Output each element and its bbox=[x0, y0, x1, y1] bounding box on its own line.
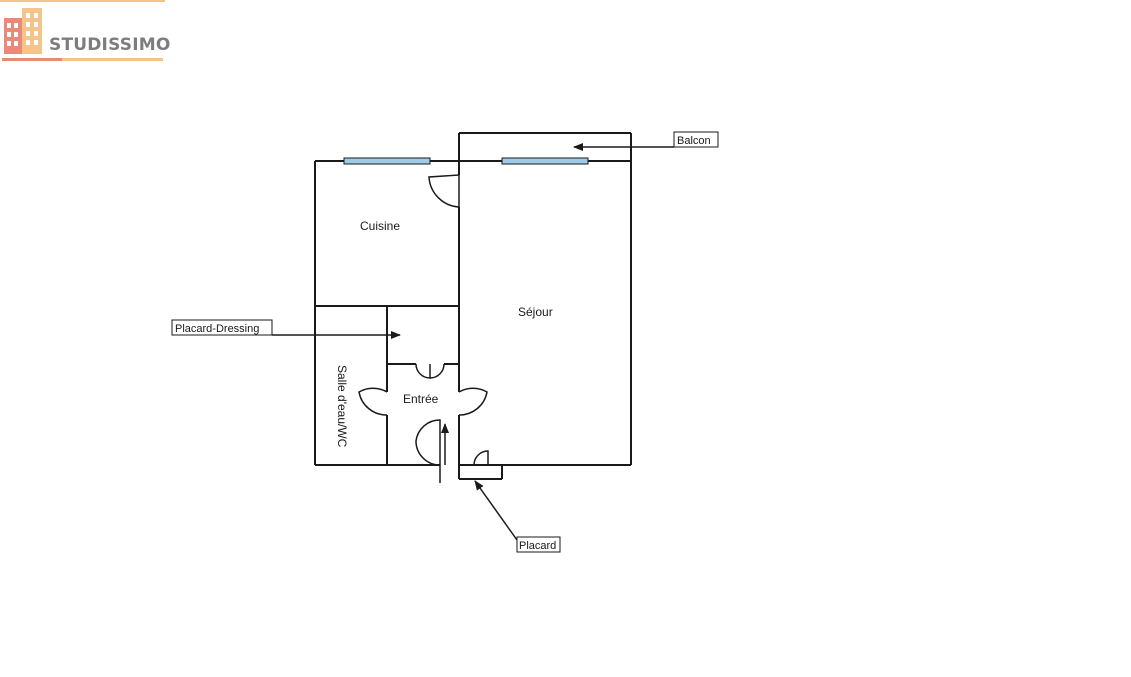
doors bbox=[358, 174, 489, 466]
building-icon bbox=[0, 0, 165, 61]
callout-placard-dressing: Placard-Dressing bbox=[171, 319, 401, 339]
room-cuisine-label: Cuisine bbox=[360, 219, 400, 233]
studissimo-logo: STUDISSIMO bbox=[0, 0, 170, 64]
callout-balcon: Balcon bbox=[573, 131, 719, 151]
window-sejour bbox=[501, 157, 589, 165]
room-entree-label: Entrée bbox=[403, 392, 439, 406]
callout-placard: Placard bbox=[474, 480, 561, 553]
room-salle-eau-label: Salle d'eau/WC bbox=[335, 365, 349, 448]
logo-text: STUDISSIMO bbox=[49, 35, 171, 55]
callout-balcon-text: Balcon bbox=[677, 135, 711, 147]
window-cuisine bbox=[343, 157, 431, 165]
room-sejour-label: Séjour bbox=[518, 305, 553, 319]
walls bbox=[314, 132, 632, 483]
windows bbox=[343, 157, 589, 165]
callout-placard-dressing-text: Placard-Dressing bbox=[175, 323, 259, 335]
callout-placard-text: Placard bbox=[519, 540, 556, 552]
